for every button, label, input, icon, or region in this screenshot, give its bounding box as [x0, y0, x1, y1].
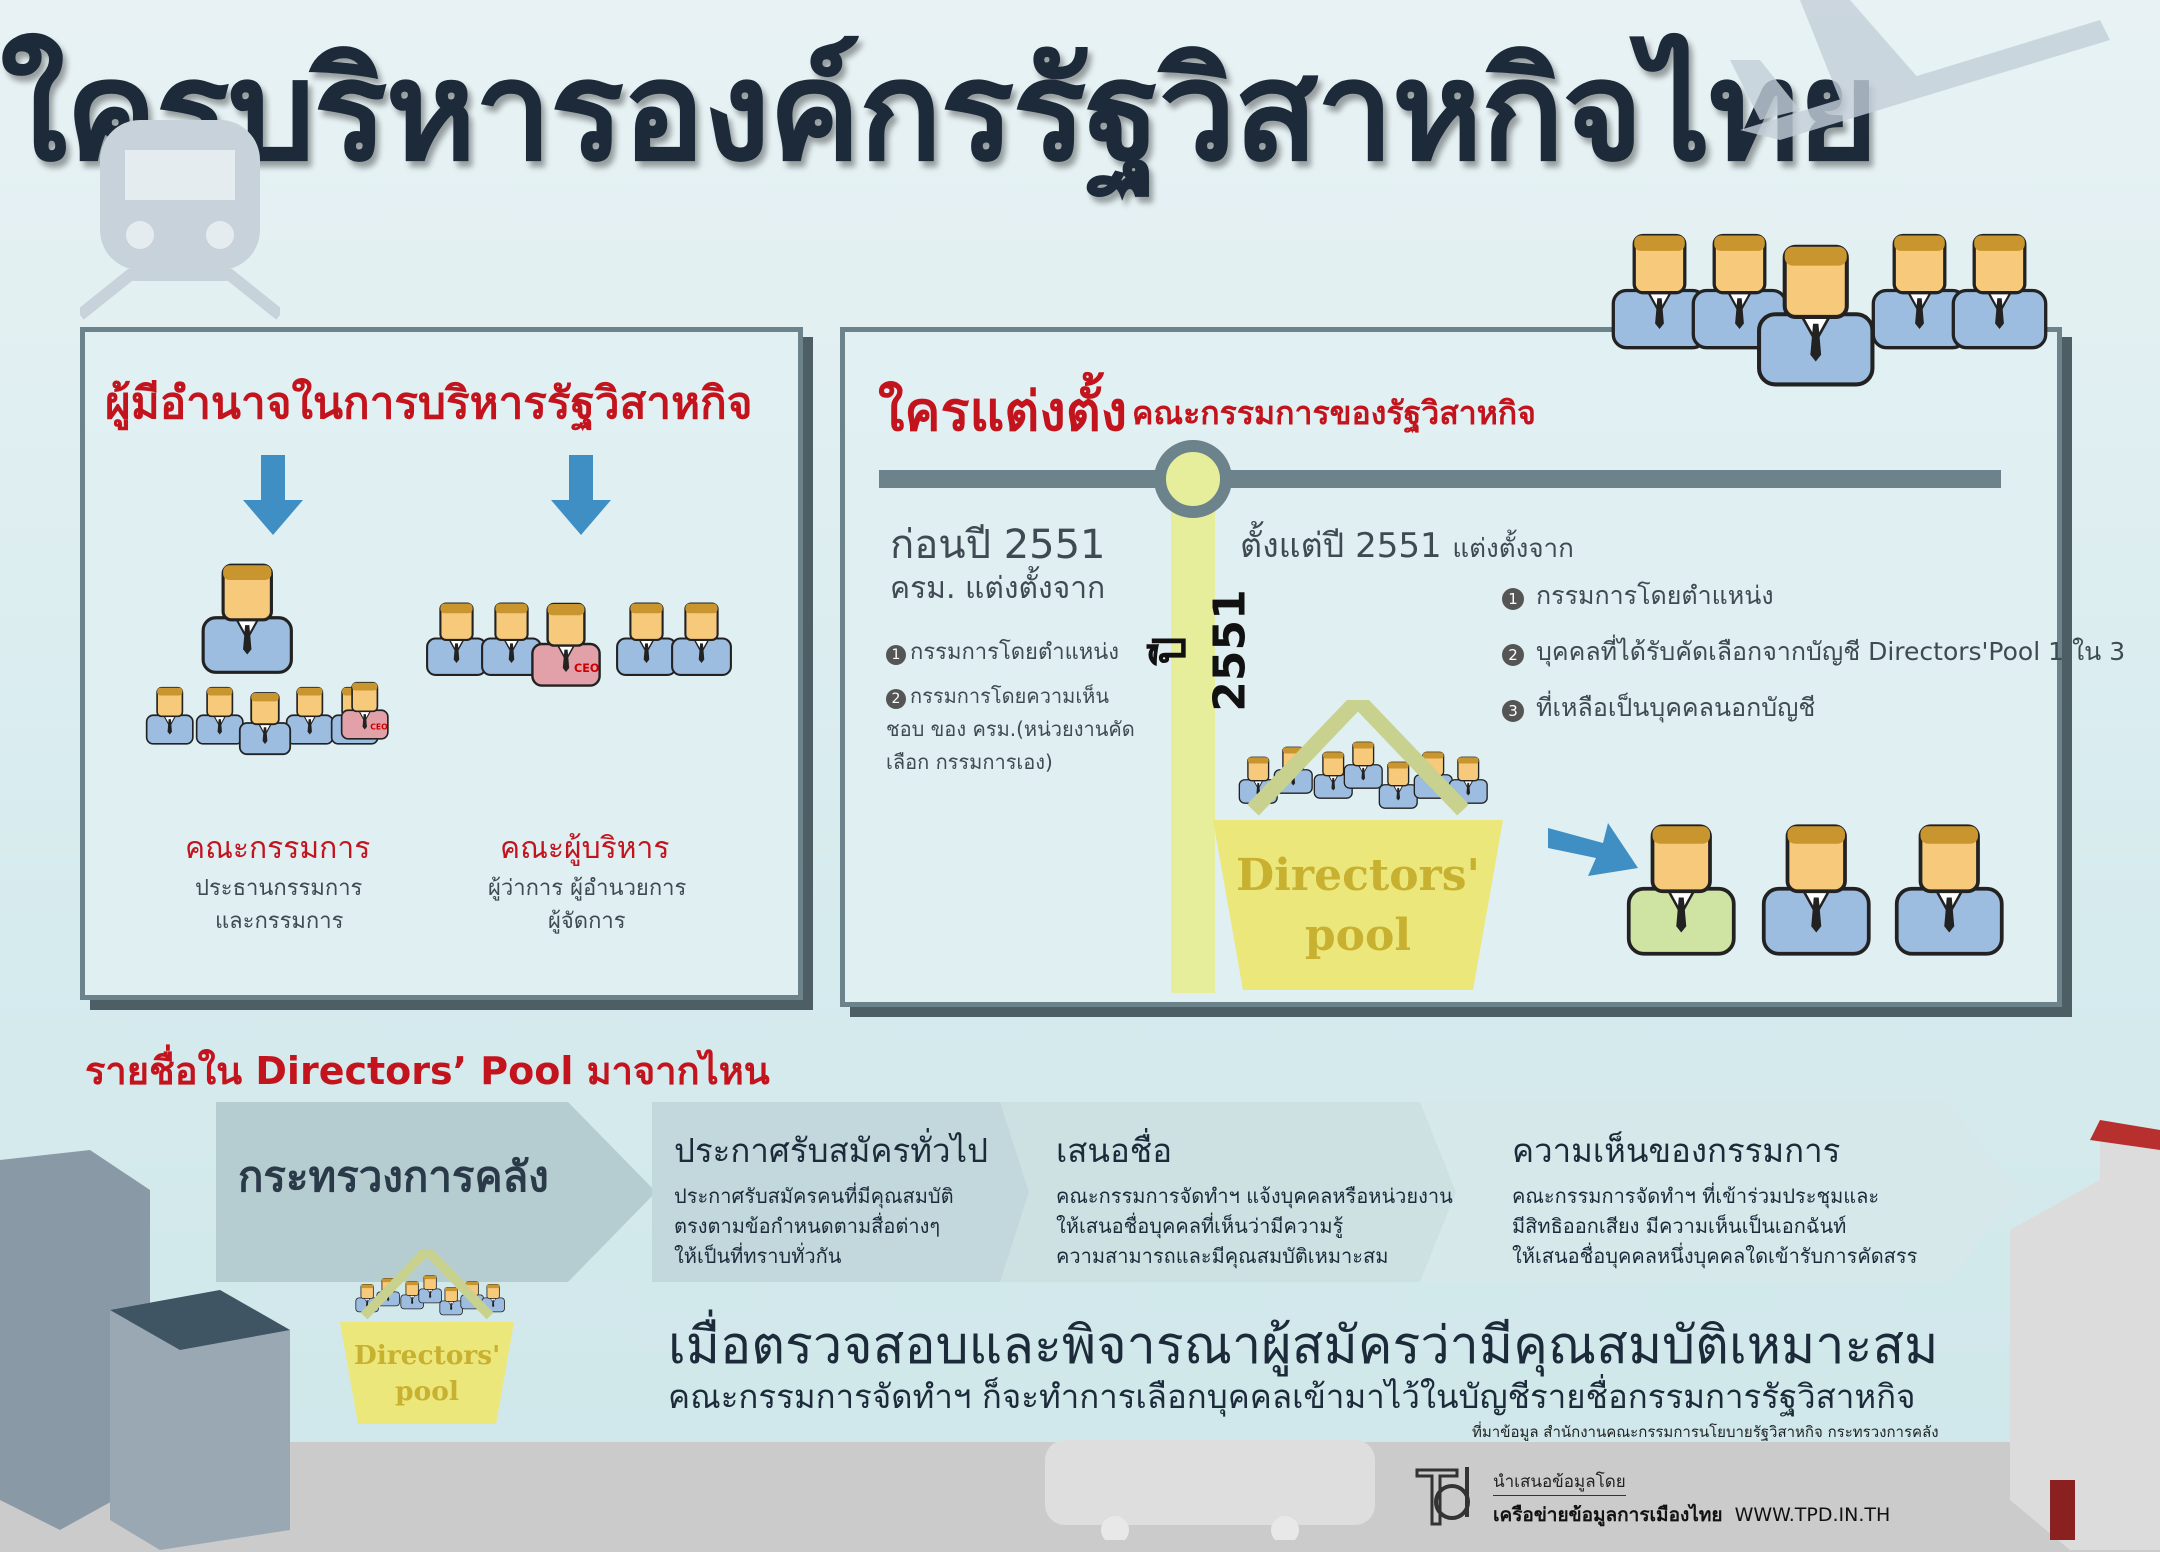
pool-step: ประกาศรับสมัครทั่วไปประกาศรับสมัครคนที่ม…: [674, 1124, 988, 1271]
conclusion-sub: คณะกรรมการจัดทำฯ ก็จะทำการเลือกบุคคลเข้า…: [668, 1377, 1916, 1416]
step-line: ให้เป็นที่ทราบทั่วกัน: [674, 1244, 842, 1268]
svg-text:CEO: CEO: [370, 723, 388, 732]
ceo-person-icon: CEO: [530, 600, 602, 692]
item-text: กรรมการโดยตำแหน่ง: [910, 640, 1120, 665]
step-line: ตรงตามข้อกำหนดตามสื่อต่างๆ: [674, 1214, 941, 1238]
person-icon: [145, 685, 195, 750]
train-icon: [80, 120, 280, 320]
appointment-heading-main: ใครแต่งตั้ง: [878, 380, 1128, 443]
footer-org: เครือข่ายข้อมูลการเมืองไทย WWW.TPD.IN.TH: [1493, 1500, 1890, 1530]
step-title: เสนอชื่อ: [1056, 1131, 1173, 1170]
basket: Directors' pool: [1213, 688, 1503, 990]
executives-line: ผู้จัดการ: [548, 909, 626, 934]
appointment-heading-sub: คณะกรรมการของรัฐวิสาหกิจ: [1132, 394, 1536, 432]
person-icon: [285, 685, 335, 750]
after-title-suffix: แต่งตั้งจาก: [1452, 534, 1574, 564]
after-item: 2 บุคคลที่ได้รับคัดเลือกจากบัญชี Director…: [1502, 632, 2125, 672]
person-icon: [425, 600, 488, 681]
board-line: ประธานกรรมการ: [195, 876, 363, 901]
building-right-icon: [2010, 1120, 2160, 1550]
conclusion-main: เมื่อตรวจสอบและพิจารณาผู้สมัครว่ามีคุณสม…: [668, 1316, 1939, 1376]
executives-line: ผู้ว่าการ ผู้อำนวยการ: [488, 876, 687, 901]
page-title: ใครบริหารองค์กรรัฐวิสาหกิจไทย: [0, 31, 1878, 192]
after-item: 3 ที่เหลือเป็นบุคคลนอกบัญชี: [1502, 688, 1815, 728]
item-text: กรรมการโดยตำแหน่ง: [1536, 581, 1774, 610]
person-icon: [670, 600, 733, 681]
person-icon: [1950, 230, 2049, 355]
after-title: ตั้งแต่ปี 2551 แต่งตั้งจาก: [1240, 518, 1574, 572]
step-line: คณะกรรมการจัดทำฯ ที่เข้าร่วมประชุมและ: [1512, 1184, 1880, 1208]
before-title: ก่อนปี 2551: [890, 522, 1106, 568]
person-icon: [1893, 820, 2006, 962]
svg-text:Directors': Directors': [1236, 850, 1480, 901]
person-icon: [1343, 740, 1384, 794]
step-line: ประกาศรับสมัครคนที่มีคุณสมบัติ: [674, 1184, 954, 1208]
step-bg: [1000, 1102, 1480, 1282]
item-number: 1: [1502, 588, 1524, 610]
person-icon: [418, 1274, 442, 1308]
item-number: 2: [886, 689, 906, 709]
board-line: และกรรมการ: [215, 909, 344, 934]
person-icon: [1610, 230, 1709, 355]
arrow-down-icon: [551, 455, 611, 535]
basket: Directors' pool: [340, 1243, 514, 1424]
item-number: 2: [1502, 644, 1524, 666]
arrow-right-icon: [1548, 823, 1638, 876]
person-icon: [1313, 750, 1354, 804]
tpd-logo: [1415, 1467, 1470, 1526]
step-title: ประกาศรับสมัครทั่วไป: [674, 1131, 989, 1170]
pool-step: เสนอชื่อคณะกรรมการจัดทำฯ แจ้งบุคคลหรือหน…: [1056, 1124, 1453, 1271]
source-note: ที่มาข้อมูล สำนักงานคณะกรรมการนโยบายรัฐว…: [1472, 1423, 1939, 1441]
step-line: ความสามารถและมีคุณสมบัติเหมาะสม: [1056, 1244, 1389, 1268]
presented-by: นำเสนอข้อมูลโดย: [1493, 1468, 1626, 1496]
item-number: 1: [886, 645, 906, 665]
svg-text:CEO: CEO: [574, 662, 599, 675]
step-line: ให้เสนอชื่อบุคคลที่เห็นว่ามีความรู้: [1056, 1214, 1344, 1238]
svg-text:pool: pool: [1305, 910, 1411, 961]
arrow-down-icon: [243, 455, 303, 535]
board-label: คณะกรรมการ: [185, 831, 371, 866]
ceo-person-icon: CEO: [340, 680, 390, 745]
authority-heading: ผู้มีอำนาจในการบริหารรัฐวิสาหกิจ: [105, 378, 753, 429]
before-subtitle: ครม. แต่งตั้งจาก: [890, 571, 1106, 606]
pool-step: ความเห็นของกรรมการคณะกรรมการจัดทำฯ ที่เข…: [1512, 1124, 1917, 1271]
timeline-bar: [879, 470, 2001, 488]
person-icon: [439, 1286, 463, 1320]
item-text: ที่เหลือเป็นบุคคลนอกบัญชี: [1536, 693, 1816, 722]
step-line: คณะกรรมการจัดทำฯ แจ้งบุคคลหรือหน่วยงาน: [1056, 1184, 1453, 1208]
airplane-icon: [1730, 0, 2110, 140]
buildings-left-icon: [0, 1150, 290, 1550]
timeline-marker: [1154, 440, 1232, 518]
step-line: มีสิทธิออกเสียง มีความเห็นเป็นเอกฉันท์: [1512, 1214, 1847, 1238]
step-title: ความเห็นของกรรมการ: [1512, 1131, 1841, 1170]
after-item: 1 กรรมการโดยตำแหน่ง: [1502, 576, 1774, 616]
step-line: ให้เสนอชื่อบุคคลหนึ่งบุคคลใดเข้ารับการคั…: [1512, 1244, 1918, 1268]
item-text: บุคคลที่ได้รับคัดเลือกจากบัญชี Directors…: [1536, 637, 2126, 666]
after-title-year: ตั้งแต่ปี 2551: [1240, 526, 1442, 566]
person-icon: [1625, 820, 1738, 962]
person-icon: [238, 690, 292, 760]
person-icon: [615, 600, 678, 681]
year-bar: [1171, 478, 1215, 993]
person-icon: [195, 685, 245, 750]
org-name: เครือข่ายข้อมูลการเมืองไทย: [1493, 1504, 1723, 1526]
item-text: กรรมการโดยความเห็นชอบ ของ ครม.(หน่วยงานค…: [886, 684, 1135, 774]
person-icon: [1760, 820, 1873, 962]
person-icon: [200, 560, 295, 680]
pool-section-heading: รายชื่อใน Directors’ Pool มาจากไหน: [85, 1049, 770, 1093]
step-bg: [1420, 1102, 2020, 1282]
svg-text:Directors': Directors': [354, 1340, 500, 1371]
svg-text:pool: pool: [395, 1376, 459, 1407]
person-icon: [1870, 230, 1969, 355]
source-org-arrow: [216, 1102, 656, 1282]
source-org-label: กระทรวงการคลัง: [238, 1152, 549, 1201]
person-icon: [1755, 240, 1877, 393]
bus-icon: [1045, 1440, 1375, 1540]
person-icon: [480, 600, 543, 681]
executives-label: คณะผู้บริหาร: [500, 831, 670, 866]
item-number: 3: [1502, 700, 1524, 722]
org-url[interactable]: WWW.TPD.IN.TH: [1734, 1504, 1891, 1526]
